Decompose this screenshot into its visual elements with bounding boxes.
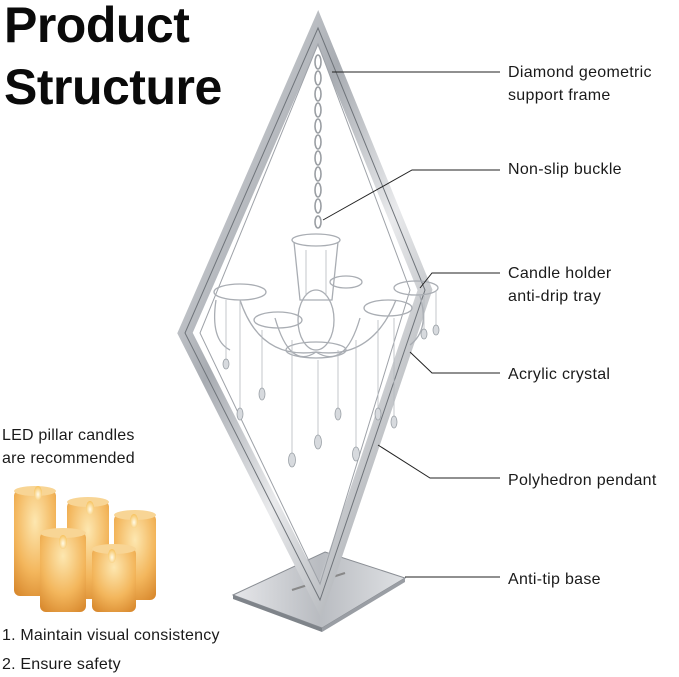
- hanging-chain: [314, 54, 322, 229]
- callout-base: Anti-tip base: [508, 568, 601, 591]
- led-candles: [14, 486, 156, 612]
- callout-polyhedron-pendant: Polyhedron pendant: [508, 469, 657, 492]
- recommendation-line2: are recommended: [2, 450, 135, 467]
- callout-buckle-line1: Non-slip buckle: [508, 161, 622, 178]
- callout-candle-holder: Candle holder anti-drip tray: [508, 262, 612, 308]
- callout-frame: Diamond geometric support frame: [508, 61, 652, 107]
- benefit-item-2: 2. Ensure safety: [2, 656, 121, 673]
- recommendation-line1: LED pillar candles: [2, 427, 135, 444]
- crystal-droplets: [222, 250, 440, 468]
- page-title: Product Structure: [4, 0, 222, 118]
- callout-candle-holder-line1: Candle holder: [508, 265, 612, 282]
- callout-leader-lines: [322, 71, 500, 578]
- benefit-item-1: 1. Maintain visual consistency: [2, 627, 220, 644]
- crystal-chandelier: [213, 233, 439, 359]
- diamond-frame: [177, 10, 433, 619]
- callout-buckle: Non-slip buckle: [508, 158, 622, 181]
- title-line-1: Product: [4, 0, 190, 53]
- callout-acrylic-crystal-line1: Acrylic crystal: [508, 366, 611, 383]
- callout-candle-holder-line2: anti-drip tray: [508, 288, 602, 305]
- callout-polyhedron-pendant-line1: Polyhedron pendant: [508, 472, 657, 489]
- candle-recommendation: LED pillar candles are recommended: [2, 424, 135, 470]
- title-line-2: Structure: [4, 59, 222, 115]
- callout-base-line1: Anti-tip base: [508, 571, 601, 588]
- callout-frame-line1: Diamond geometric: [508, 64, 652, 81]
- callout-frame-line2: support frame: [508, 87, 611, 104]
- callout-acrylic-crystal: Acrylic crystal: [508, 363, 610, 386]
